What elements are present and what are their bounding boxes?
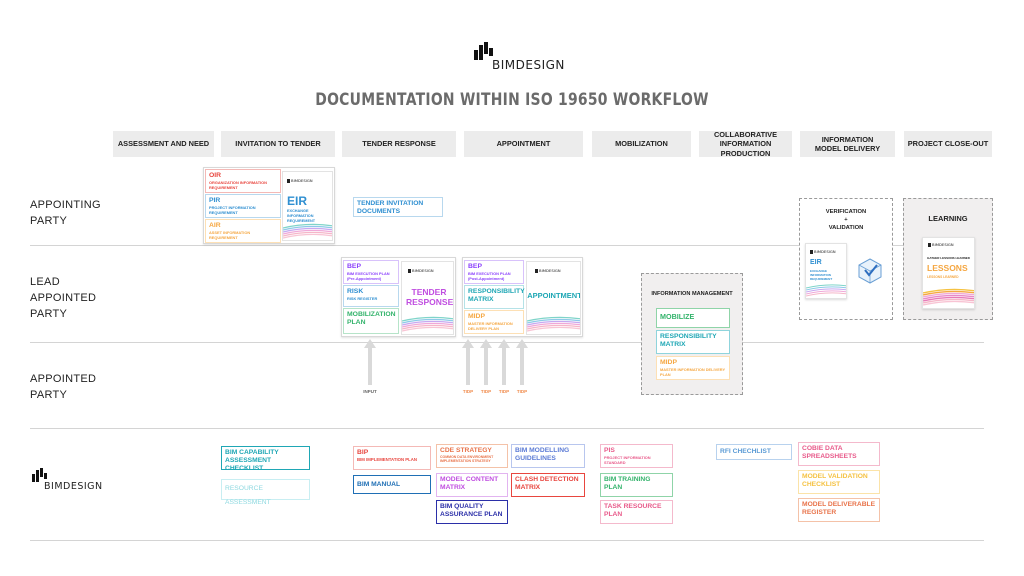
bep-post-doc: BEP BIM EXECUTION PLAN (Post-Appointment…: [464, 260, 524, 284]
cde-strategy: CDE STRATEGY COMMON DATA ENVIRONMENT IMP…: [436, 444, 508, 468]
air-doc: AIR ASSET INFORMATION REQUIREMENT: [205, 219, 281, 243]
risk-doc: RISK RISK REGISTER: [343, 285, 399, 307]
model-validation-checklist: MODEL VALIDATION CHECKLIST: [798, 470, 880, 494]
tender-response-cover: BIMDESIGN TENDER RESPONSE: [401, 261, 454, 335]
info-management-title: INFORMATION MANAGEMENT: [651, 291, 733, 297]
tidp-arrow: [462, 339, 474, 385]
clash-detection-matrix: CLASH DETECTION MATRIX: [511, 473, 585, 497]
task-resource-plan: TASK RESOURCE PLAN: [600, 500, 673, 524]
stage-collaborative: COLLABORATIVE INFORMATION PRODUCTION: [699, 130, 792, 158]
stage-appointment: APPOINTMENT: [464, 131, 583, 157]
bim-qa-plan: BIM QUALITY ASSURANCE PLAN: [436, 500, 508, 524]
bottom-logo: BIMDESIGN: [32, 468, 117, 494]
tender-response-card: BEP BIM EXECUTION PLAN (Pre-Appointment)…: [341, 257, 456, 337]
stage-model-delivery: INFORMATION MODEL DELIVERY: [800, 131, 895, 157]
mini-logo: BIMDESIGN: [287, 178, 313, 183]
page-title: DOCUMENTATION WITHIN ISO 19650 WORKFLOW: [315, 90, 709, 110]
bimdesign-logo-icon: [474, 42, 496, 62]
wave-decoration: [806, 284, 846, 297]
im-midp-doc: MIDP MASTER INFORMATION DELIVERY PLAN: [656, 356, 730, 380]
mini-logo: BIMDESIGN: [810, 249, 836, 254]
bep-pre-doc: BEP BIM EXECUTION PLAN (Pre-Appointment): [343, 260, 399, 284]
row-divider: [30, 342, 984, 343]
wave-decoration: [527, 316, 580, 332]
wave-decoration: [402, 316, 453, 332]
pir-doc: PIR PROJECT INFORMATION REQUIREMENT: [205, 194, 281, 218]
learning-panel: LEARNING BIMDESIGN GATHER LESSONS LEARNE…: [903, 198, 993, 320]
oir-doc: OIR ORGANIZATION INFORMATION REQUIREMENT: [205, 169, 281, 193]
row-divider: [30, 245, 984, 246]
bip-doc: BIP BIM IMPLEMENTATION PLAN: [353, 446, 431, 470]
mobilization-plan-doc: MOBILIZATION PLAN: [343, 308, 399, 334]
wave-decoration: [923, 288, 974, 306]
model-content-matrix: MODEL CONTENT MATRIX: [436, 473, 508, 497]
tidp-label: TIDP: [498, 389, 510, 394]
tidp-arrow: [498, 339, 510, 385]
verification-title: VERIFICATION + VALIDATION: [825, 209, 867, 231]
wave-decoration: [283, 223, 332, 239]
tidp-arrow: [480, 339, 492, 385]
row-label-lead-appointed: LEAD APPOINTED PARTY: [30, 276, 97, 320]
pis-doc: PIS PROJECT INFORMATION STANDARD: [600, 444, 673, 468]
row-divider: [30, 428, 984, 429]
bim-manual: BIM MANUAL: [353, 475, 431, 494]
lessons-cover: BIMDESIGN GATHER LESSONS LEARNED LESSONS…: [922, 237, 975, 309]
model-check-icon: [858, 258, 882, 284]
row-label-appointed: APPOINTED PARTY: [30, 373, 97, 401]
cobie-data-spreadsheets: COBIE DATA SPREADSHEETS: [798, 442, 880, 466]
tidp-arrow: [516, 339, 528, 385]
stage-mobilization: MOBILIZATION: [592, 131, 691, 157]
tidp-label: TIDP: [480, 389, 492, 394]
model-deliverable-register: MODEL DELIVERABLE REGISTER: [798, 498, 880, 522]
invitation-card: OIR ORGANIZATION INFORMATION REQUIREMENT…: [203, 167, 335, 244]
tender-invitation-docs: TENDER INVITATION DOCUMENTS: [353, 197, 443, 217]
resource-assessment: RESOURCE ASSESSMENT: [221, 479, 310, 506]
responsibility-matrix-doc: RESPONSIBILITY MATRIX: [464, 285, 525, 309]
eir-cover: BIMDESIGN EIR EXCHANGE INFORMATION REQUI…: [282, 171, 333, 241]
mini-logo: BIMDESIGN: [928, 242, 954, 247]
im-responsibility-matrix-doc: RESPONSIBILITY MATRIX: [656, 330, 730, 354]
appointment-cover: BIMDESIGN APPOINTMENT: [526, 261, 581, 335]
top-logo: BIMDESIGN: [474, 42, 594, 74]
midp-doc: MIDP MASTER INFORMATION DELIVERY PLAN: [464, 310, 524, 334]
bim-capability-checklist: BIM CAPABILITY ASSESSMENT CHECKLIST: [221, 446, 310, 472]
stage-close-out: PROJECT CLOSE-OUT: [904, 131, 992, 157]
learning-title: LEARNING: [928, 214, 968, 223]
tidp-label: TIDP: [462, 389, 474, 394]
input-arrow: [364, 339, 376, 385]
rfi-checklist: RFI CHECHLIST: [716, 444, 792, 460]
row-label-appointing: APPOINTING PARTY: [30, 199, 101, 227]
bim-modelling-guidelines: BIM MODELLING GUIDELINES: [511, 444, 585, 468]
stage-assessment: ASSESSMENT AND NEED: [113, 131, 214, 157]
appointment-card: BEP BIM EXECUTION PLAN (Post-Appointment…: [462, 257, 583, 337]
brand-name: BIMDESIGN: [492, 58, 565, 72]
bimdesign-logo-icon: [32, 468, 48, 484]
tidp-label: TIDP: [516, 389, 528, 394]
row-divider: [30, 540, 984, 541]
mini-logo: BIMDESIGN: [408, 268, 434, 273]
verification-eir-cover: BIMDESIGN EIR EXCHANGE INFORMATION REQUI…: [805, 243, 847, 299]
stage-tender-response: TENDER RESPONSE: [342, 131, 456, 157]
mobilize-doc: MOBILIZE: [656, 308, 730, 328]
bim-training-plan: BIM TRAINING PLAN: [600, 473, 673, 497]
info-management-panel: INFORMATION MANAGEMENT MOBILIZE RESPONSI…: [641, 273, 743, 395]
input-label: INPUT: [363, 389, 377, 394]
verification-panel: VERIFICATION + VALIDATION BIMDESIGN EIR …: [799, 198, 893, 320]
brand-name: BIMDESIGN: [44, 481, 103, 492]
mini-logo: BIMDESIGN: [535, 268, 561, 273]
stage-invitation: INVITATION TO TENDER: [221, 131, 335, 157]
